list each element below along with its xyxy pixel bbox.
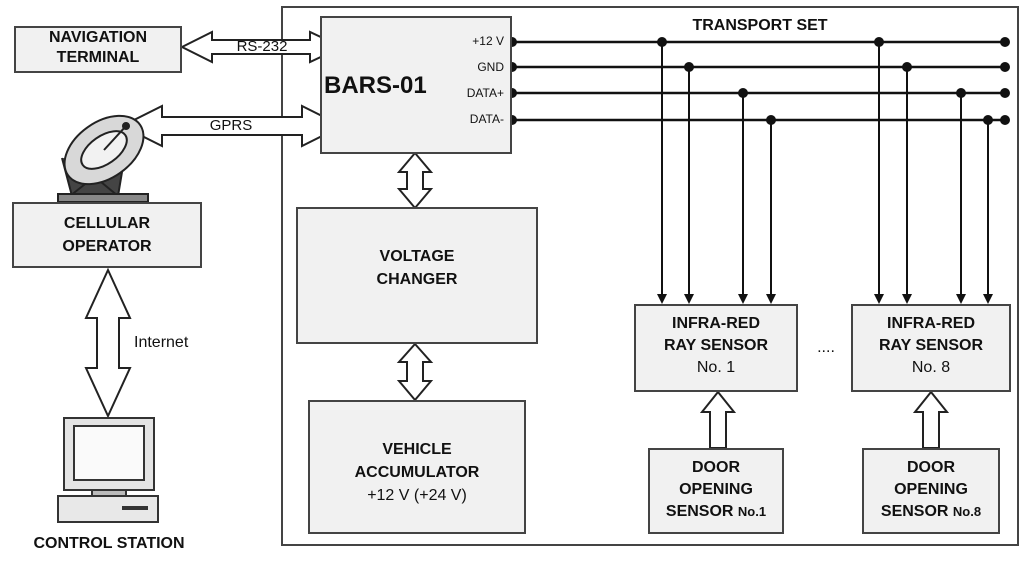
door-sensor-1-line1: DOOR	[692, 459, 740, 476]
accumulator-line1: VEHICLE	[382, 441, 452, 458]
door1-up-arrow	[699, 390, 737, 449]
pin-gnd: GND	[477, 60, 504, 74]
satellite-dish-icon	[57, 114, 149, 203]
voltage-changer-box	[296, 207, 538, 344]
bus-dots	[507, 37, 1010, 125]
door-sensor-1-num: No.1	[737, 504, 767, 519]
accumulator-line3: +12 V (+24 V)	[367, 487, 467, 504]
sensor-drops	[657, 42, 993, 304]
door-sensor-1-line2: OPENING	[679, 481, 753, 498]
bars-01-box	[320, 16, 512, 154]
door-sensor-8-line3: SENSOR No.8	[862, 500, 1000, 523]
transport-set-label: TRANSPORT SET	[692, 17, 828, 34]
ellipsis: ....	[817, 339, 835, 356]
pin-12v: +12 V	[472, 34, 504, 48]
navigation-terminal-line1: NAVIGATION	[48, 29, 148, 46]
door8-up-arrow	[912, 390, 950, 449]
ir-sensor-8-line2: RAY SENSOR	[878, 337, 984, 354]
bars-01-title: BARS-01	[324, 72, 427, 99]
ir-sensor-1-box	[634, 304, 798, 392]
ir-sensor-8-line1: INFRA-RED	[887, 315, 975, 332]
navigation-terminal-line2: TERMINAL	[56, 49, 140, 66]
voltage-changer-line2: CHANGER	[376, 271, 458, 288]
door-sensor-8-num: No.8	[952, 504, 982, 519]
voltage-accumulator-arrow	[396, 342, 434, 402]
door-sensor-1-line3: SENSOR No.1	[648, 500, 784, 523]
ir-sensor-8-box	[851, 304, 1011, 392]
internet-arrow	[84, 267, 132, 419]
gprs-label: GPRS	[209, 117, 253, 134]
pin-data-plus: DATA+	[466, 86, 504, 100]
internet-label: Internet	[134, 334, 189, 351]
cellular-operator-line1: CELLULAR	[63, 215, 151, 232]
door-sensor-8-line1: DOOR	[907, 459, 955, 476]
control-station-label: CONTROL STATION	[33, 535, 185, 552]
door-sensor-1-word: SENSOR	[665, 503, 734, 520]
door-sensor-8-line2: OPENING	[894, 481, 968, 498]
navigation-terminal-box	[14, 26, 182, 73]
accumulator-line2: ACCUMULATOR	[354, 464, 480, 481]
computer-icon	[57, 417, 159, 523]
ir-sensor-1-line2: RAY SENSOR	[663, 337, 769, 354]
ir-sensor-1-line1: INFRA-RED	[672, 315, 760, 332]
door-sensor-8-box	[862, 448, 1000, 534]
pin-data-minus: DATA-	[469, 112, 504, 126]
voltage-changer-line1: VOLTAGE	[379, 248, 455, 265]
door-sensor-1-box	[648, 448, 784, 534]
ir-sensor-8-line3: No. 8	[911, 359, 951, 376]
ir-sensor-1-line3: No. 1	[696, 359, 736, 376]
cellular-operator-line2: OPERATOR	[62, 238, 152, 255]
bus-lines	[512, 40, 1005, 122]
door-sensor-8-word: SENSOR	[880, 503, 949, 520]
cellular-operator-box	[12, 202, 202, 268]
bars-voltage-arrow	[396, 151, 434, 210]
rs232-label: RS-232	[236, 38, 288, 55]
vehicle-accumulator-box	[308, 400, 526, 534]
